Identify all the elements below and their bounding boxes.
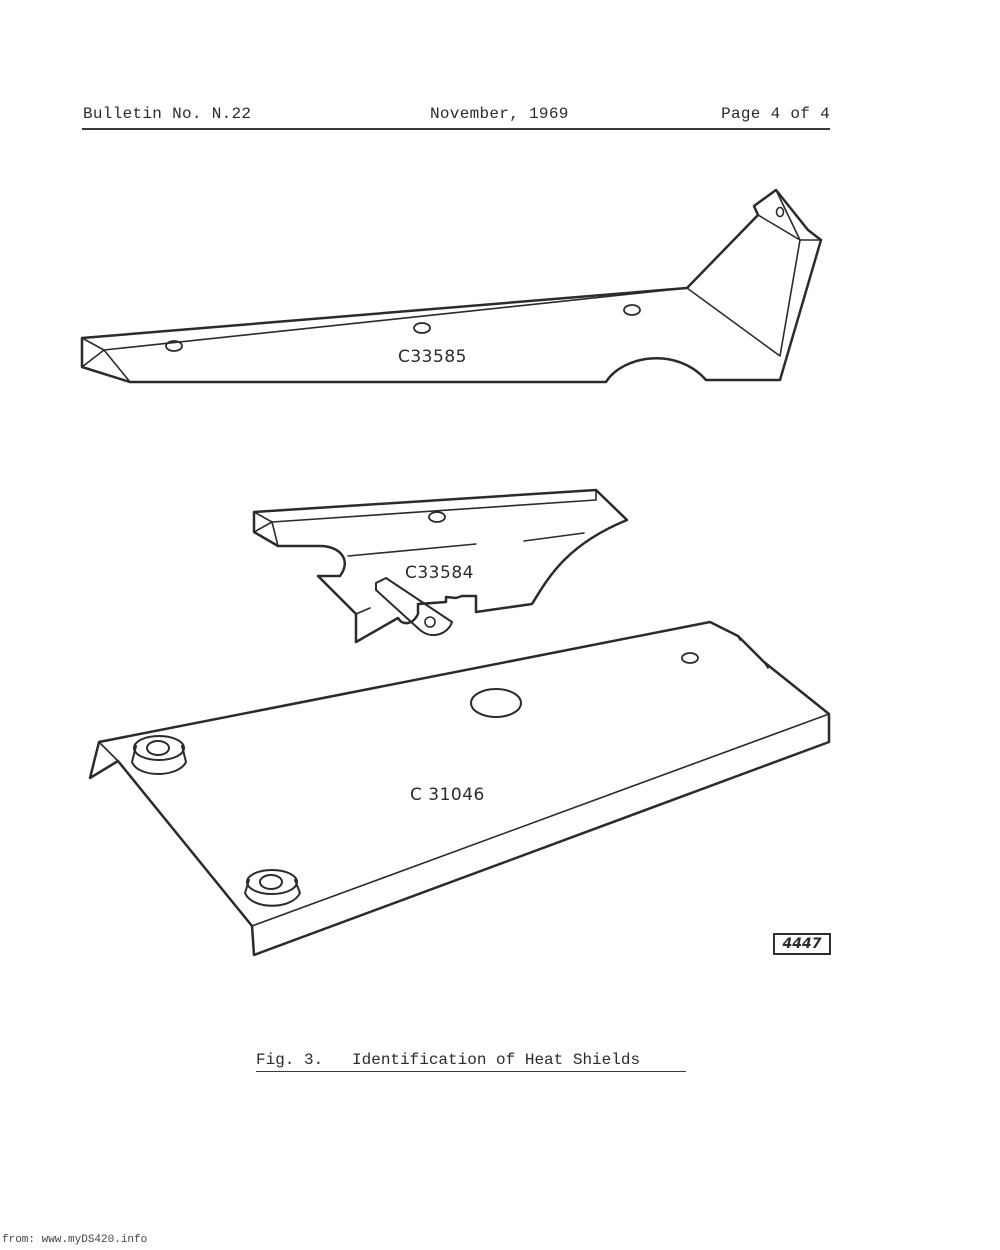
- source-watermark: from: www.myDS420.info: [2, 1234, 148, 1246]
- shield-c33584-tab-hole: [424, 616, 436, 628]
- part-label-c31046: C 31046: [410, 785, 485, 805]
- document-header: Bulletin No. N.22 November, 1969 Page 4 …: [82, 104, 830, 130]
- shield-c33584-tab: [375, 577, 453, 637]
- page-number: Page 4 of 4: [721, 105, 830, 123]
- shield-c31046-fold: [98, 635, 830, 927]
- shield-c31046-vent: [470, 688, 522, 718]
- shield-c33585-fold: [81, 189, 822, 383]
- bulletin-number: Bulletin No. N.22: [83, 105, 252, 123]
- shield-c33585-bracket-hole: [775, 206, 785, 218]
- shield-c33584-hole: [428, 511, 446, 523]
- heat-shield-c33585: C33585: [80, 188, 823, 384]
- drawing-reference-number: 4447: [773, 933, 831, 955]
- part-label-c33584: C33584: [405, 563, 474, 583]
- heat-shield-c31046: C 31046: [88, 620, 831, 957]
- shield-c33585-outline: [80, 188, 823, 384]
- part-label-c33585: C33585: [398, 347, 467, 367]
- figure-caption: Fig. 3. Identification of Heat Shields: [256, 1050, 686, 1072]
- shield-c31046-hole: [681, 652, 699, 664]
- heat-shield-c33584: C33584: [252, 488, 629, 644]
- shield-c33585-hole: [413, 322, 431, 334]
- shield-c33584-outline: [252, 488, 629, 644]
- bulletin-date: November, 1969: [430, 105, 569, 123]
- shield-c31046-outline: [88, 620, 831, 957]
- shield-c33585-hole: [623, 304, 641, 316]
- shield-c33585-hole: [165, 340, 183, 352]
- shield-c33584-fold: [253, 489, 597, 615]
- mounting-grommet-bottom: [244, 869, 301, 907]
- mounting-grommet-top: [131, 735, 187, 775]
